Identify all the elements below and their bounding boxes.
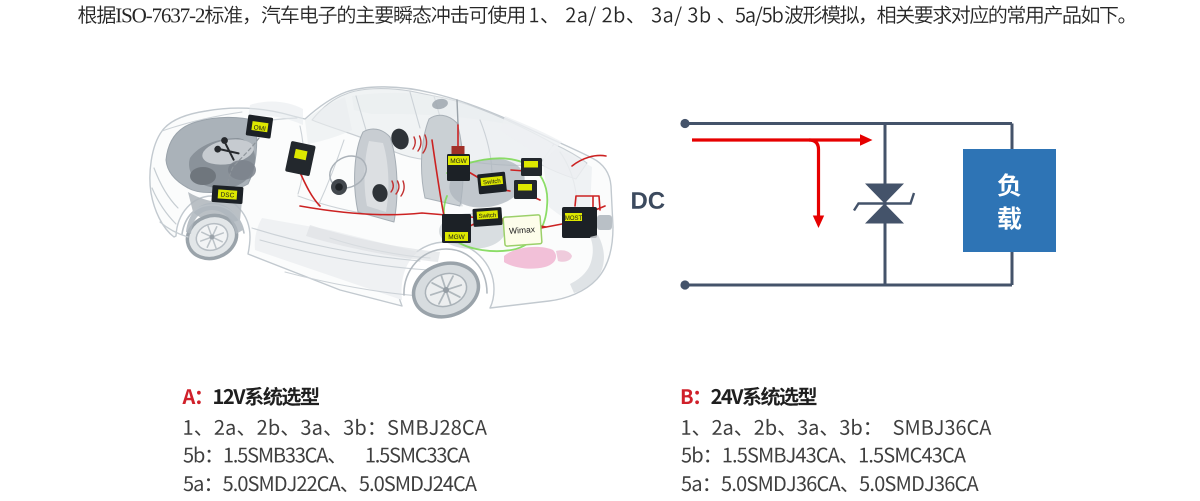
- svg-text:Wimax: Wimax: [509, 224, 536, 236]
- svg-text:Switch: Switch: [483, 179, 501, 187]
- svg-text:DSC: DSC: [220, 192, 234, 200]
- svg-text:MOST: MOST: [565, 216, 583, 222]
- svg-text:MGW: MGW: [450, 158, 467, 165]
- svg-text:Switch: Switch: [478, 213, 496, 220]
- svg-text:OMI: OMI: [253, 124, 266, 133]
- svg-text:MGW: MGW: [448, 234, 465, 241]
